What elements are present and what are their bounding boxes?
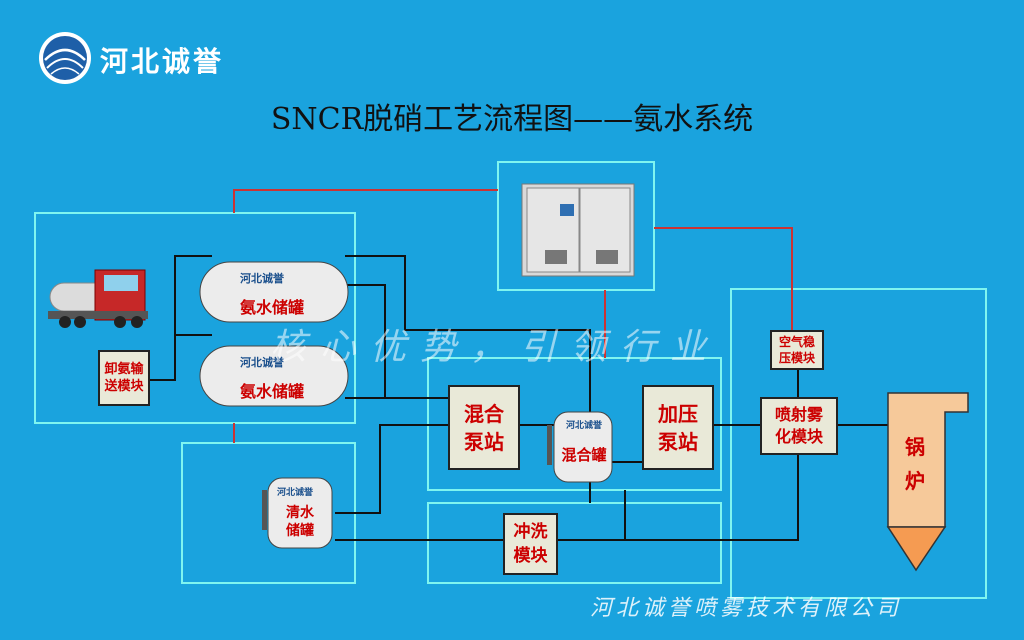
mixing-pump-station: 混合泵站: [448, 385, 520, 470]
tank-2-brand: 河北诚誉: [240, 356, 284, 369]
tank-1-label: 氨水储罐: [240, 298, 305, 317]
unloading-module: 卸氨输送模块: [98, 350, 150, 406]
spray-atomization-module: 喷射雾化模块: [760, 397, 838, 455]
zone-flush: [427, 502, 722, 584]
process-pipes: [150, 255, 890, 541]
boiler-label: 锅炉: [905, 435, 925, 493]
mixing-tank-brand: 河北诚誉: [566, 421, 603, 431]
zone-control: [497, 161, 655, 291]
boiler-shape: [886, 392, 969, 572]
diagram-title: SNCR脱硝工艺流程图——氨水系统: [270, 102, 754, 137]
mixing-tank-label: 混合罐: [561, 446, 607, 464]
air-stabilizer-module: 空气稳压模块: [770, 330, 824, 370]
zone-boiler: [730, 288, 987, 599]
tank-1-brand: 河北诚誉: [240, 272, 284, 285]
pressure-pump-station: 加压泵站: [642, 385, 714, 470]
water-tank-brand: 河北诚誉: [277, 488, 314, 498]
water-tank-label: 清水储罐: [286, 505, 314, 539]
zone-unloading-storage: [34, 212, 356, 424]
flush-module: 冲洗模块: [503, 513, 558, 575]
ammonia-tank-shapes: [199, 261, 349, 407]
company-footer: 河北诚誉喷雾技术有限公司: [590, 596, 903, 621]
brand-name: 河北诚誉: [100, 45, 225, 78]
control-cabinet: [521, 183, 635, 277]
control-lines: [233, 189, 793, 443]
company-logo: [39, 32, 91, 84]
tank-2-label: 氨水储罐: [240, 382, 305, 401]
tanker-truck: [48, 269, 148, 328]
watermark-slogan: 核心优势，引领行业: [270, 327, 721, 368]
vertical-tank-shapes: [262, 411, 613, 549]
